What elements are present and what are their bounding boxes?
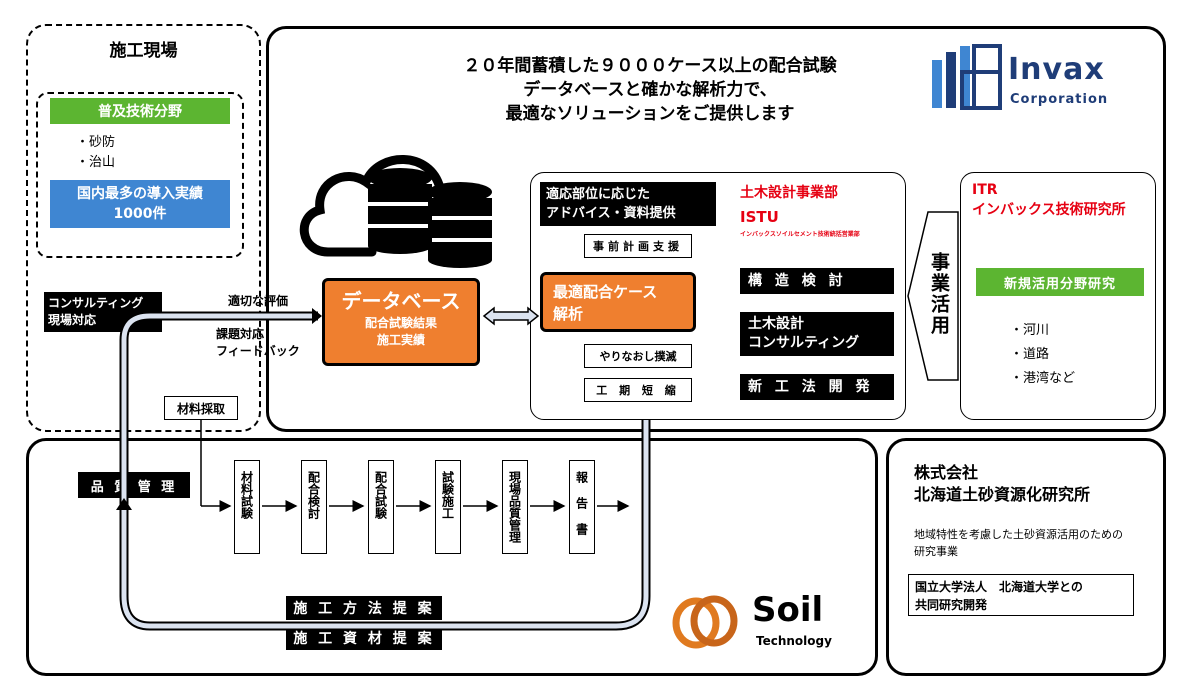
hokkaido-desc-line1: 地域特性を考慮した土砂資源活用のための (914, 528, 1123, 541)
material-sampling-box: 材料採取 (164, 396, 238, 420)
evaluation-label: 適切な評価 (228, 294, 289, 308)
invax-name: Invax (1008, 52, 1105, 87)
hokkaido-description: 地域特性を考慮した土砂資源活用のための 研究事業 (914, 526, 1123, 560)
headline: ２０年間蓄積した９０００ケース以上の配合試験 データベースと確かな解析力で、 最… (390, 54, 910, 126)
method-proposal-box: 施 工 方 法 提 案 (286, 596, 442, 620)
record-line1: 国内最多の導入実績 (77, 186, 203, 202)
civil-design-line1: 土木設計 (748, 316, 804, 332)
feedback-label: 課題対応 フィードバック (216, 326, 300, 360)
feedback-line2: フィードバック (216, 344, 300, 358)
optimal-line1: 最適配合ケース (553, 283, 658, 301)
hokkaido-partner-box: 国立大学法人 北海道大学との 共同研究開発 (908, 574, 1134, 616)
itr-item-river: ・河川 (1010, 323, 1050, 338)
center-panel (530, 172, 906, 420)
hokkaido-line2: 北海道土砂資源化研究所 (914, 485, 1091, 504)
itr-line2: インバックス技術研究所 (972, 202, 1126, 218)
spread-tech-header: 普及技術分野 (50, 98, 230, 124)
business-use-label: 事業活用 (928, 252, 950, 336)
hokkaido-partner-line1: 国立大学法人 北海道大学との (915, 580, 1083, 594)
itr-line1: ITR (972, 182, 998, 198)
new-method-box: 新 工 法 開 発 (740, 374, 894, 400)
itr-panel (960, 172, 1156, 420)
spread-tech-box (36, 92, 244, 258)
spread-item-sabo: ・砂防 (76, 135, 116, 150)
new-field-research-box: 新規活用分野研究 (976, 268, 1144, 296)
istu-title: ISTU (740, 208, 779, 226)
consulting-line2: 現場対応 (48, 313, 97, 327)
hokkaido-desc-line2: 研究事業 (914, 545, 958, 558)
headline-line1: ２０年間蓄積した９０００ケース以上の配合試験 (463, 56, 837, 76)
site-title: 施工現場 (109, 41, 178, 61)
consulting-box: コンサルティング 現場対応 (44, 292, 162, 332)
database-line2: 施工実績 (376, 333, 425, 347)
itr-title: ITR インバックス技術研究所 (972, 180, 1126, 220)
soil-name: Soil (752, 590, 824, 630)
hokkaido-partner-line2: 共同研究開発 (915, 598, 988, 612)
step-material-test: 材料試験 (234, 460, 260, 554)
hokkaido-line1: 株式会社 (914, 463, 979, 482)
itr-item-port: ・港湾など (1010, 371, 1076, 386)
step-site-quality-control: 現場品質管理 (502, 460, 528, 554)
civil-division-title: 土木設計事業部 (740, 185, 838, 201)
advice-line2: アドバイス・資料提供 (546, 206, 676, 221)
quality-control-box: 品 質 管 理 (78, 472, 190, 498)
hokkaido-name: 株式会社 北海道土砂資源化研究所 (914, 462, 1090, 506)
redo-reduction-box: やりなおし撲滅 (584, 344, 692, 368)
optimal-line2: 解析 (553, 305, 584, 323)
database-box: データベース 配合試験結果 施工実績 (322, 278, 480, 366)
soil-sub: Technology (756, 634, 832, 648)
database-line1: 配合試験結果 (364, 316, 437, 330)
civil-design-box: 土木設計 コンサルティング (740, 312, 894, 356)
soil-logo-icon (672, 595, 738, 649)
feedback-line1: 課題対応 (216, 327, 265, 341)
itr-item-road: ・道路 (1010, 347, 1050, 362)
advice-box: 適応部位に応じた アドバイス・資料提供 (540, 182, 716, 226)
advice-line1: 適応部位に応じた (546, 187, 651, 202)
database-title: データベース (341, 289, 461, 313)
istu-sub: インバックスソイルセメント技術統括営業部 (740, 231, 860, 238)
headline-line2: データベースと確かな解析力で、 (523, 80, 777, 100)
record-box: 国内最多の導入実績 1000件 (50, 180, 230, 228)
hokkaido-frame (886, 438, 1166, 676)
headline-line3: 最適なソリューションをご提供します (505, 104, 795, 124)
step-report: 報告書 (569, 460, 595, 554)
civil-design-line2: コンサルティング (748, 335, 860, 351)
step-trial-construction: 試験施工 (435, 460, 461, 554)
invax-frame (266, 26, 1166, 432)
structure-box: 構 造 検 討 (740, 268, 894, 294)
consulting-line1: コンサルティング (48, 296, 144, 310)
step-mix-test: 配合試験 (368, 460, 394, 554)
material-proposal-box: 施 工 資 材 提 案 (286, 626, 442, 650)
record-line2: 1000件 (113, 206, 167, 222)
step-mix-study: 配合検討 (301, 460, 327, 554)
plan-support-box: 事前計画支援 (584, 234, 692, 258)
optimal-case-box: 最適配合ケース 解析 (540, 272, 696, 332)
invax-sub: Corporation (1010, 92, 1109, 107)
cloud-database-icon (299, 155, 492, 268)
spread-item-chisan: ・治山 (76, 155, 116, 170)
schedule-box: 工 期 短 縮 (584, 378, 692, 402)
